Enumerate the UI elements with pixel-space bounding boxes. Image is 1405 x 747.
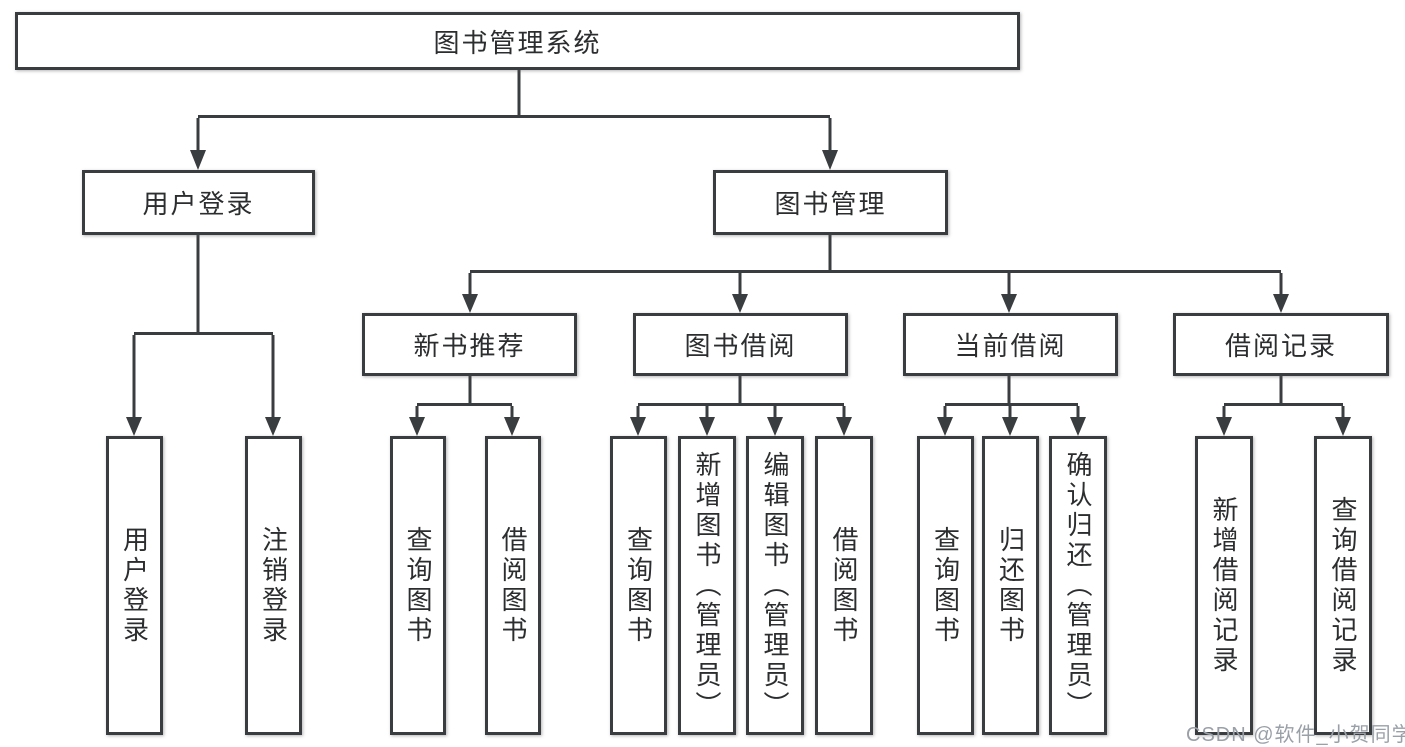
leaf-confirm-return-admin: 确认归还（管理员） [1049,436,1107,735]
leaf-query-book-borrow: 查询图书 [610,436,667,735]
node-user-login: 用户登录 [82,170,315,235]
leaf-query-book-recommend: 查询图书 [390,436,446,735]
leaf-query-book-current: 查询图书 [917,436,974,735]
node-label: 用户登录 [142,189,255,219]
node-label: 借阅图书 [498,525,528,646]
node-label: 编辑图书（管理员） [760,450,790,721]
node-new-book-recommend: 新书推荐 [362,313,577,376]
leaf-borrow-book-recommend: 借阅图书 [485,436,541,735]
node-book-borrow: 图书借阅 [633,313,848,376]
leaf-add-book-admin: 新增图书（管理员） [678,436,736,735]
leaf-query-borrow-record: 查询借阅记录 [1314,436,1372,735]
node-label: 查询图书 [930,525,961,646]
node-label: 归还图书 [995,525,1026,646]
node-label: 查询借阅记录 [1328,495,1358,676]
node-label: 注销登录 [258,525,289,646]
node-label: 新增借阅记录 [1209,495,1239,676]
leaf-logout: 注销登录 [245,436,302,735]
node-label: 用户登录 [119,525,150,646]
leaf-user-login: 用户登录 [106,436,163,735]
node-label: 当前借阅 [954,331,1067,361]
node-label: 借阅图书 [829,525,859,646]
node-label: 新书推荐 [413,331,526,361]
node-root: 图书管理系统 [15,12,1020,70]
node-label: 图书管理系统 [433,27,602,58]
leaf-edit-book-admin: 编辑图书（管理员） [746,436,804,735]
node-label: 借阅记录 [1224,331,1337,361]
leaf-borrow-book: 借阅图书 [815,436,873,735]
node-label: 图书管理 [774,189,887,219]
leaf-add-borrow-record: 新增借阅记录 [1195,436,1253,735]
node-label: 新增图书（管理员） [692,450,722,721]
node-borrow-records: 借阅记录 [1173,313,1389,376]
node-label: 图书借阅 [684,331,797,361]
node-label: 查询图书 [623,525,654,646]
node-label: 确认归还（管理员） [1063,450,1093,721]
node-current-borrow: 当前借阅 [903,313,1118,376]
node-label: 查询图书 [403,525,433,646]
leaf-return-book: 归还图书 [982,436,1039,735]
csdn-watermark: CSDN @软件_小贺同学 [1186,724,1405,746]
node-book-management: 图书管理 [713,170,948,235]
